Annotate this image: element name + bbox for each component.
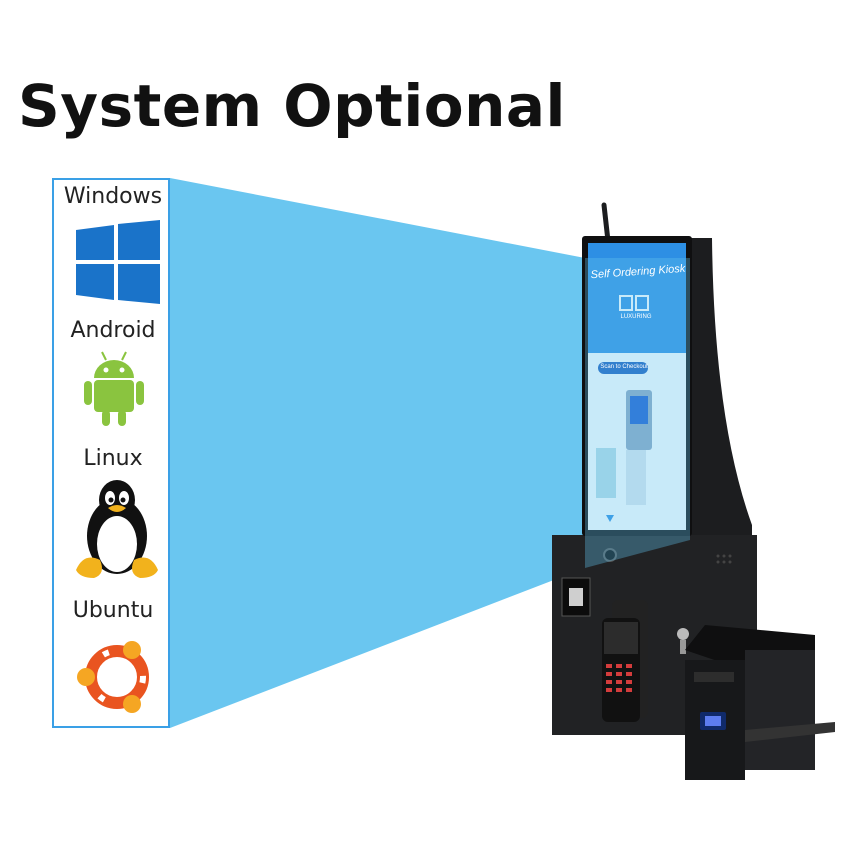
ubuntu-circle-icon [77,641,149,713]
os-label-ubuntu: Ubuntu [72,598,154,623]
tux-penguin-icon [76,480,158,578]
page-title: System Optional [18,72,566,140]
os-label-windows: Windows [63,184,163,209]
os-label-android: Android [70,318,156,343]
kiosk-screen-checkout-button: Scan to Checkout [600,364,648,370]
android-robot-icon [84,351,144,426]
kiosk-screen-brand: LUXURING [620,314,652,320]
os-list-panel: Windows Android Linux Ubuntu [52,178,170,728]
os-label-linux: Linux [83,446,143,471]
windows-logo-icon [76,220,160,304]
